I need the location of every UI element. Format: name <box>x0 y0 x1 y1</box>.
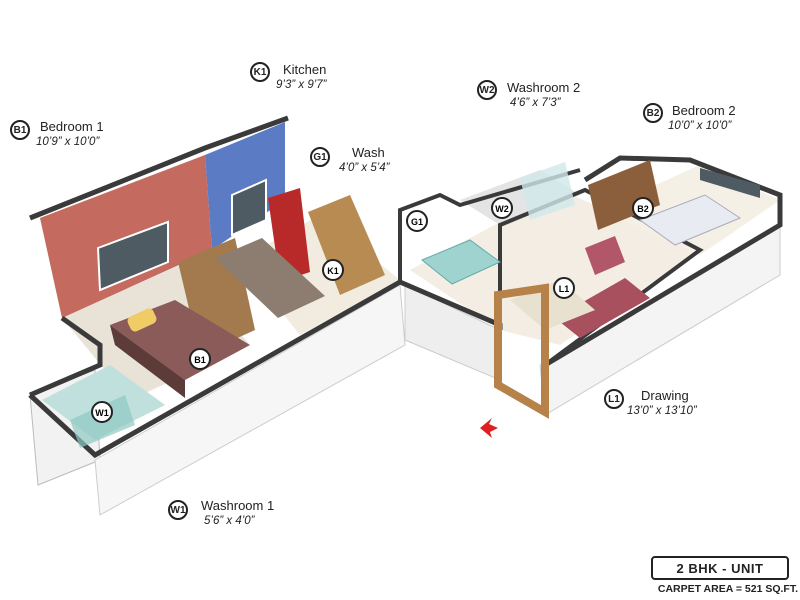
kitchen-counter <box>215 238 325 318</box>
legend-size-washroom1: 5’6” x 4’0” <box>204 515 255 527</box>
plan-tag-b1: B1 <box>189 348 211 370</box>
plan-tag-k1-text: K1 <box>327 266 339 276</box>
plan-tag-w2-text: W2 <box>495 204 509 214</box>
sofa-living <box>555 278 650 338</box>
legend-size-bedroom1: 10’9” x 10’0” <box>36 136 100 148</box>
wardrobe-bedroom2 <box>588 160 660 230</box>
legend-size-bedroom2: 10’0” x 10’0” <box>668 120 732 132</box>
plan-tag-w2: W2 <box>491 197 513 219</box>
plan-tag-l1: L1 <box>553 277 575 299</box>
legend-name-bedroom1: Bedroom 1 <box>40 119 104 134</box>
legend-size-washroom2: 4’6” x 7’3” <box>510 97 561 109</box>
plan-tag-b1-text: B1 <box>194 355 206 365</box>
legend-name-kitchen: Kitchen <box>283 62 327 77</box>
wall-top-outline <box>29 115 289 221</box>
wall-top-mid <box>398 168 581 282</box>
legend-size-kitchen: 9’3” x 9’7” <box>276 79 327 91</box>
legend-tag-w1: W1 <box>168 500 188 520</box>
entrance-door-frame <box>494 283 549 419</box>
window-kitchen <box>231 178 267 237</box>
armchair-living <box>585 236 625 275</box>
plan-tag-l1-text: L1 <box>559 284 570 294</box>
plan-tag-k1: K1 <box>322 259 344 281</box>
kitchen-cabinet <box>308 195 385 295</box>
floor-living <box>410 190 700 345</box>
legend-size-wash: 4’0” x 5’4” <box>339 162 390 174</box>
plan-tag-b2-text: B2 <box>637 204 649 214</box>
pillow-bedroom1 <box>127 308 157 332</box>
bed-base-bedroom1 <box>110 325 185 398</box>
legend-size-drawing: 13’0” x 13’10” <box>627 405 697 417</box>
legend-tag-l1: L1 <box>604 389 624 409</box>
legend-name-washroom2: Washroom 2 <box>507 80 581 95</box>
plan-tag-g1: G1 <box>406 210 428 232</box>
carpet-area: CARPET AREA = 521 SQ.FT. <box>657 583 798 595</box>
plan-tag-g1-text: G1 <box>411 217 423 227</box>
wall-base-front <box>94 284 406 516</box>
dining-table <box>421 239 501 285</box>
legend-tag-b2: B2 <box>643 103 663 123</box>
wall-kitchen <box>205 122 285 250</box>
legend-name-bedroom2: Bedroom 2 <box>672 103 736 118</box>
wall-top-front <box>29 315 103 398</box>
legend-name-washroom1: Washroom 1 <box>201 498 275 513</box>
window-bedroom2 <box>700 168 760 198</box>
legend-tag-w2: W2 <box>477 80 497 100</box>
bed-bedroom2 <box>638 194 742 246</box>
wall-top-right <box>543 155 783 368</box>
entry-arrow-icon <box>480 418 498 438</box>
wall-top-inner <box>498 187 704 367</box>
wall-bedroom1 <box>40 155 212 318</box>
legend-tag-b1: B1 <box>10 120 30 140</box>
plan-tag-b2: B2 <box>632 197 654 219</box>
legend-name-drawing: Drawing <box>641 388 689 403</box>
legend-tag-k1: K1 <box>250 62 270 82</box>
shower-glass <box>520 162 575 220</box>
unit-type-box: 2 BHK - UNIT <box>651 556 789 580</box>
window-bedroom1 <box>96 220 169 292</box>
plan-tag-w1-text: W1 <box>95 408 109 418</box>
plan-tag-w1: W1 <box>91 401 113 423</box>
legend-tag-g1: G1 <box>310 147 330 167</box>
legend-name-wash: Wash <box>352 145 385 160</box>
